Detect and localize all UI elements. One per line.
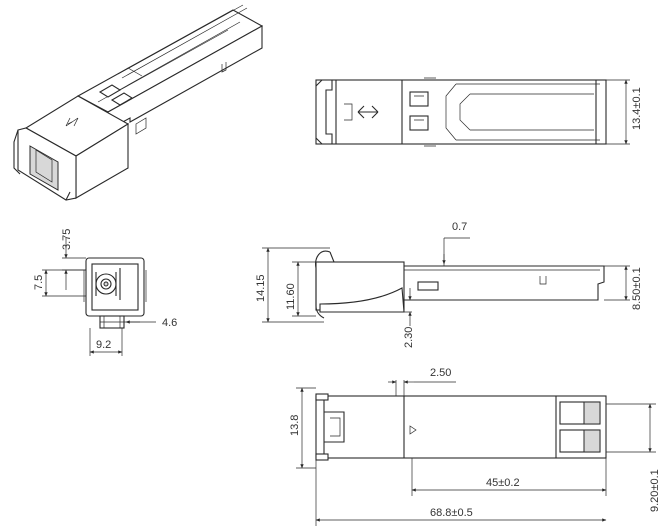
dim-front-a: 3.75 — [61, 229, 73, 250]
dim-bottom-offset: 2.50 — [430, 367, 451, 379]
dim-bottom-width: 9.20±0.1 — [649, 469, 661, 512]
dim-front-b: 7.5 — [33, 275, 45, 290]
dim-side-slot: 0.7 — [452, 221, 467, 233]
side-view: 14.15 11.60 0.7 8.50±0.1 2.30 — [255, 221, 643, 348]
dim-bottom-height: 13.8 — [289, 415, 301, 436]
dim-side-lower: 2.30 — [403, 327, 415, 348]
dim-front-d: 9.2 — [96, 339, 111, 351]
front-view: 3.75 7.5 4.6 9.2 — [33, 229, 177, 356]
dim-bottom-total: 68.8±0.5 — [430, 507, 473, 519]
dim-side-body-height: 8.50±0.1 — [631, 267, 643, 310]
dim-bottom-inner: 45±0.2 — [486, 477, 520, 489]
dim-front-c: 4.6 — [162, 317, 177, 329]
top-view: 13.4±0.1 — [315, 77, 643, 147]
dim-top-height: 13.4±0.1 — [631, 87, 643, 130]
isometric-view — [13, 4, 264, 201]
dim-side-total-height: 14.15 — [255, 274, 267, 302]
dim-side-inner-height: 11.60 — [285, 283, 297, 310]
bottom-view: 2.50 13.8 45±0.2 68.8±0.5 9.20±0.1 — [289, 367, 661, 526]
